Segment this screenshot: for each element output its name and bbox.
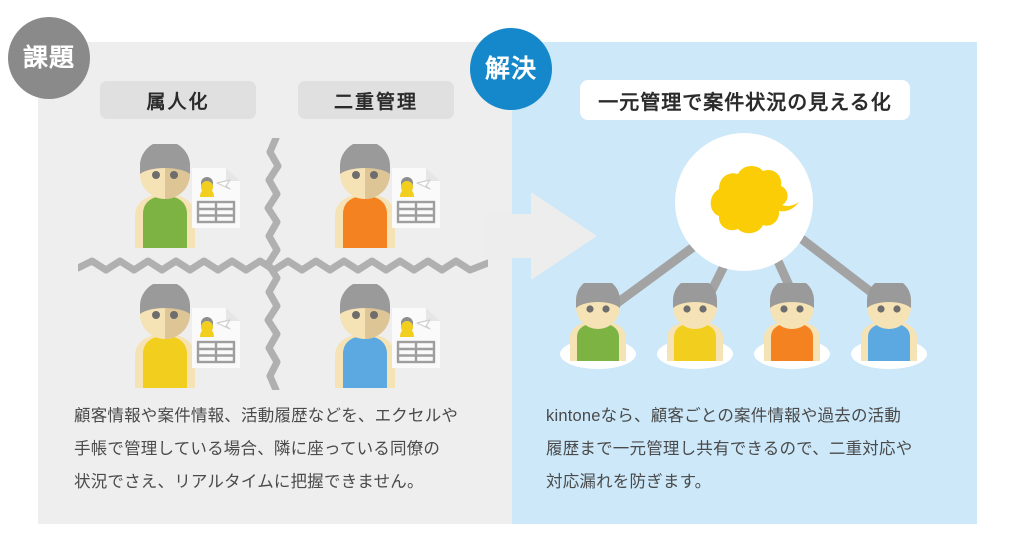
pill-label: 二重管理 [333,91,418,113]
solution-pill-title: 一元管理で案件状況の見える化 [580,80,910,120]
badge-problem: 課題 [8,17,90,99]
person-figure-orange [335,144,395,248]
spreadsheet-icon [392,308,440,368]
badge-label: 解決 [484,54,537,83]
person-figure-blue [335,284,395,388]
solution-caption: kintoneなら、顧客ごとの案件情報や過去の活動 履歴まで一元管理し共有できる… [546,400,962,499]
caption-line: 手帳で管理している場合、隣に座っている同僚の [74,440,441,458]
caption-line: 対応漏れを防ぎます。 [546,473,712,491]
problem-caption: 顧客情報や案件情報、活動履歴などを、エクセルや 手帳で管理している場合、隣に座っ… [74,400,478,499]
kintone-cloud-icon [675,133,813,271]
caption-line: kintoneなら、顧客ごとの案件情報や過去の活動 [546,407,902,425]
caption-line: 履歴まで一元管理し共有できるので、二重対応や [546,440,913,458]
pill-label: 属人化 [146,91,210,113]
person-figure-green [135,144,195,248]
badge-solution: 解決 [470,28,552,110]
spreadsheet-icon [192,168,240,228]
crack-line-horizontal [78,257,488,274]
problem-pill-nijuukanri: 二重管理 [298,81,454,119]
spreadsheet-icon [392,168,440,228]
caption-line: 顧客情報や案件情報、活動履歴などを、エクセルや [74,407,459,425]
badge-label: 課題 [22,43,75,72]
person-node-yellow [657,283,733,369]
problem-pill-zokujinka: 属人化 [100,81,256,119]
person-node-orange [754,283,830,369]
person-node-green [560,283,636,369]
caption-line: 状況でさえ、リアルタイムに把握できません。 [74,473,424,491]
right-arrow-icon [483,192,597,280]
spreadsheet-icon [192,308,240,368]
pill-label: 一元管理で案件状況の見える化 [598,91,892,114]
person-node-blue [851,283,927,369]
person-figure-yellow [135,284,195,388]
